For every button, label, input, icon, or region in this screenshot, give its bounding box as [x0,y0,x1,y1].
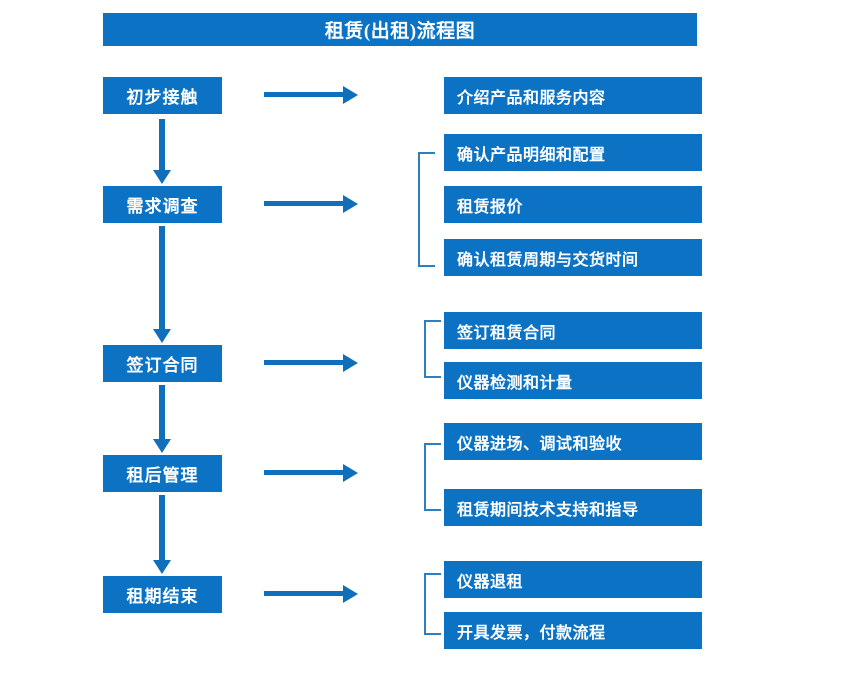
arrow-down-icon-2 [153,226,171,343]
arrow-right-icon-3 [264,354,359,372]
arrow-right-icon-2 [264,195,359,213]
detail-box-2[interactable]: 确认产品明细和配置 [444,134,702,171]
chart-title: 租赁(出租)流程图 [103,13,697,46]
stage-box-2[interactable]: 需求调查 [103,186,222,223]
stage-box-1[interactable]: 初步接触 [103,77,222,114]
arrow-right-icon-1 [264,86,359,104]
detail-box-6[interactable]: 仪器检测和计量 [444,362,702,399]
arrow-down-icon-4 [153,495,171,574]
arrow-right-icon-5 [264,585,359,603]
detail-box-5[interactable]: 签订租赁合同 [444,312,702,349]
detail-box-4[interactable]: 确认租赁周期与交货时间 [444,239,702,276]
group-bracket-icon-1 [418,152,435,267]
group-bracket-icon-2 [424,320,441,378]
group-bracket-icon-3 [424,443,441,511]
arrow-down-icon-3 [153,385,171,453]
detail-box-3[interactable]: 租赁报价 [444,186,702,223]
stage-box-5[interactable]: 租期结束 [103,576,222,613]
detail-box-1[interactable]: 介绍产品和服务内容 [444,77,702,114]
stage-box-3[interactable]: 签订合同 [103,345,222,382]
stage-box-4[interactable]: 租后管理 [103,455,222,492]
arrow-right-icon-4 [264,464,359,482]
detail-box-7[interactable]: 仪器进场、调试和验收 [444,423,702,460]
detail-box-9[interactable]: 仪器退租 [444,561,702,598]
detail-box-8[interactable]: 租赁期间技术支持和指导 [444,489,702,526]
group-bracket-icon-4 [424,573,441,635]
detail-box-10[interactable]: 开具发票，付款流程 [444,612,702,649]
arrow-down-icon-1 [153,119,171,184]
